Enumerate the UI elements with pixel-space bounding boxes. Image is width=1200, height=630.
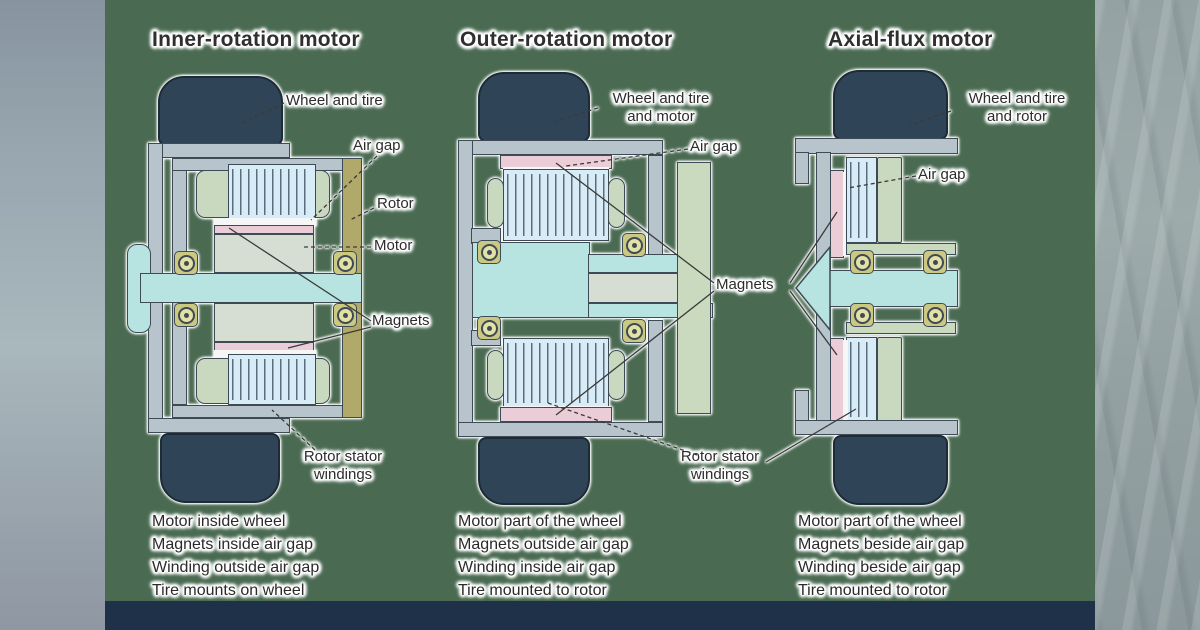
bearing	[923, 250, 947, 274]
end-winding	[487, 178, 504, 228]
label-motor: Motor	[374, 237, 413, 254]
label-magnets: Magnets	[372, 312, 430, 329]
wheel-frame-top-bar	[148, 143, 290, 158]
tire	[833, 435, 948, 505]
axle-shaft	[140, 273, 362, 303]
rotor-core	[214, 234, 314, 273]
right-photo-bar	[1095, 0, 1200, 630]
label-magnets-shared: Magnets	[716, 276, 774, 293]
wheel-frame-bottom-bar	[148, 418, 290, 433]
air-gap-bottom	[843, 340, 848, 422]
axle-shaft	[828, 270, 958, 307]
tire	[478, 72, 590, 142]
panel2-summary: Motor part of the wheel Magnets outside …	[458, 513, 629, 599]
rotor-shell-right-bottom	[648, 320, 663, 422]
stator-core	[877, 337, 902, 422]
tire	[833, 70, 948, 140]
suspension-upright	[677, 162, 711, 414]
left-photo-bar	[0, 0, 105, 630]
wheel-frame-bottom-bar	[795, 420, 958, 435]
bearing	[622, 233, 646, 257]
bearing	[622, 319, 646, 343]
label-rotor-stator-windings: Rotor stator windings	[303, 448, 383, 483]
bottom-navy-bar	[105, 601, 1095, 630]
stator-bracket-bottom	[172, 405, 362, 418]
bearing	[333, 303, 357, 327]
stator-winding	[228, 164, 316, 220]
bearing	[477, 240, 501, 264]
bearing	[850, 250, 874, 274]
panel1-title: Inner-rotation motor	[152, 28, 360, 51]
stator-winding	[503, 338, 609, 408]
label-rotor: Rotor	[377, 195, 414, 212]
rotor-shell-top	[458, 140, 663, 155]
magnet	[500, 407, 612, 422]
label-air-gap: Air gap	[353, 137, 401, 154]
label-air-gap: Air gap	[690, 138, 738, 155]
stator-winding	[503, 169, 609, 241]
magnet	[830, 338, 844, 424]
rotor-shell-left	[458, 140, 473, 437]
end-winding	[608, 178, 625, 228]
rotor-shell-right-top	[648, 155, 663, 258]
label-wheel-and-tire: Wheel and tire	[286, 92, 383, 109]
tire	[478, 437, 590, 505]
end-winding	[608, 350, 625, 400]
air-gap-top	[214, 218, 316, 226]
stator-winding	[846, 157, 877, 243]
air-gap-top	[843, 172, 848, 256]
bearing	[477, 316, 501, 340]
rotor-core	[214, 303, 314, 342]
bearing	[850, 303, 874, 327]
tire	[158, 76, 283, 146]
panel2-title: Outer-rotation motor	[460, 28, 673, 51]
bearing	[174, 303, 198, 327]
tire	[160, 433, 280, 503]
bearing	[923, 303, 947, 327]
stator-winding	[846, 337, 877, 422]
frame-hook	[795, 152, 809, 184]
frame-hook	[795, 390, 809, 422]
label-windings-shared: Rotor stator windings	[680, 448, 760, 483]
magnet	[214, 225, 314, 234]
wheel-frame-top-bar	[795, 138, 958, 154]
stator-winding	[228, 354, 316, 405]
end-winding	[487, 350, 504, 400]
label-wheel-tire-motor: Wheel and tire and motor	[612, 90, 710, 125]
magnet	[830, 170, 844, 258]
panel1-summary: Motor inside wheel Magnets inside air ga…	[152, 513, 320, 599]
label-air-gap: Air gap	[918, 166, 966, 183]
bearing	[333, 251, 357, 275]
panel3-title: Axial-flux motor	[828, 28, 993, 51]
stator-core	[877, 157, 902, 243]
label-wheel-tire-rotor: Wheel and tire and rotor	[968, 90, 1066, 125]
bearing	[174, 251, 198, 275]
rotor-shell-bottom	[458, 422, 663, 437]
panel3-summary: Motor part of the wheel Magnets beside a…	[798, 513, 965, 599]
